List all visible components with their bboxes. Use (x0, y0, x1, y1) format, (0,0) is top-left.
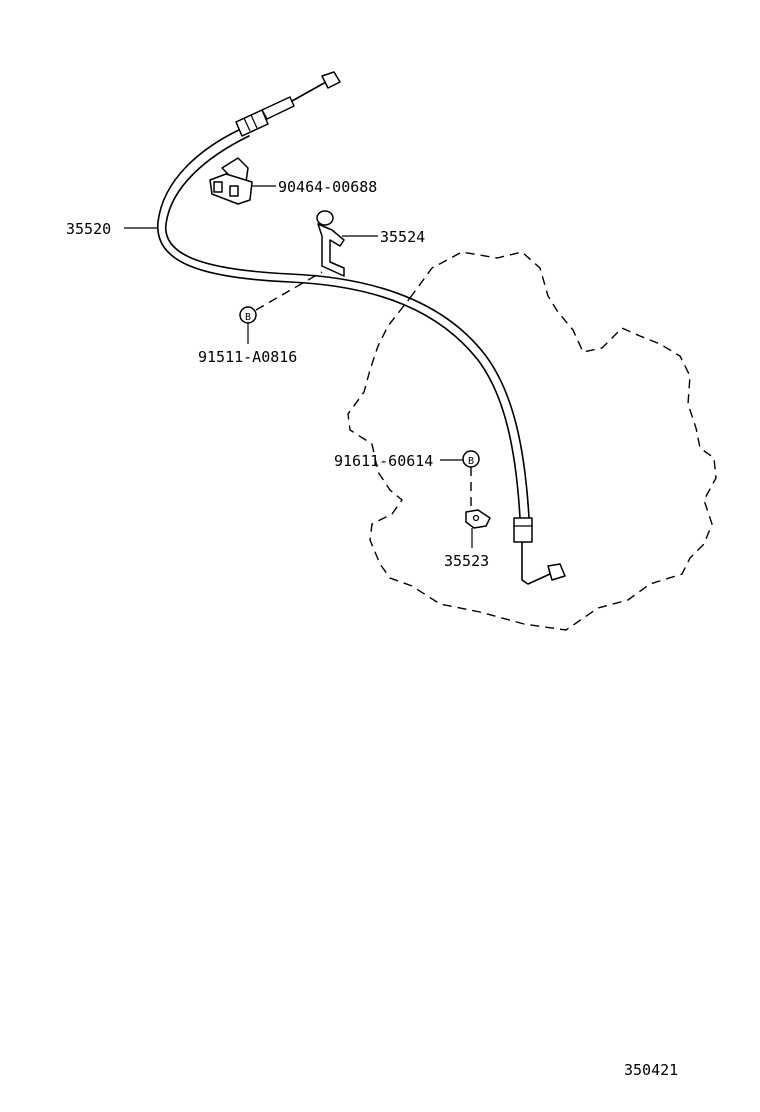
cable-lower-end (513, 517, 566, 585)
label-cable: 35520 (66, 220, 111, 238)
dash-bolt-upper (255, 271, 323, 311)
bolt-lower-icon: B (462, 450, 480, 468)
bolt-lower-marker: B (468, 456, 474, 467)
bracket-lower-icon (465, 509, 491, 529)
figure-number: 350421 (624, 1061, 678, 1079)
bolt-upper-icon: B (239, 306, 257, 324)
cable-sheath-outer (157, 127, 521, 519)
cable-upper-end (235, 71, 341, 137)
label-bracket-lower: 35523 (444, 552, 489, 570)
clip-icon (209, 157, 253, 205)
bolt-upper-marker: B (245, 312, 251, 323)
label-bolt-upper: 91511-A0816 (198, 348, 297, 366)
bracket-upper-icon (316, 210, 345, 277)
label-bolt-lower: 91611-60614 (334, 452, 433, 470)
label-bracket-upper: 35524 (380, 228, 425, 246)
transmission-outline (347, 251, 717, 631)
label-clip: 90464-00688 (278, 178, 377, 196)
